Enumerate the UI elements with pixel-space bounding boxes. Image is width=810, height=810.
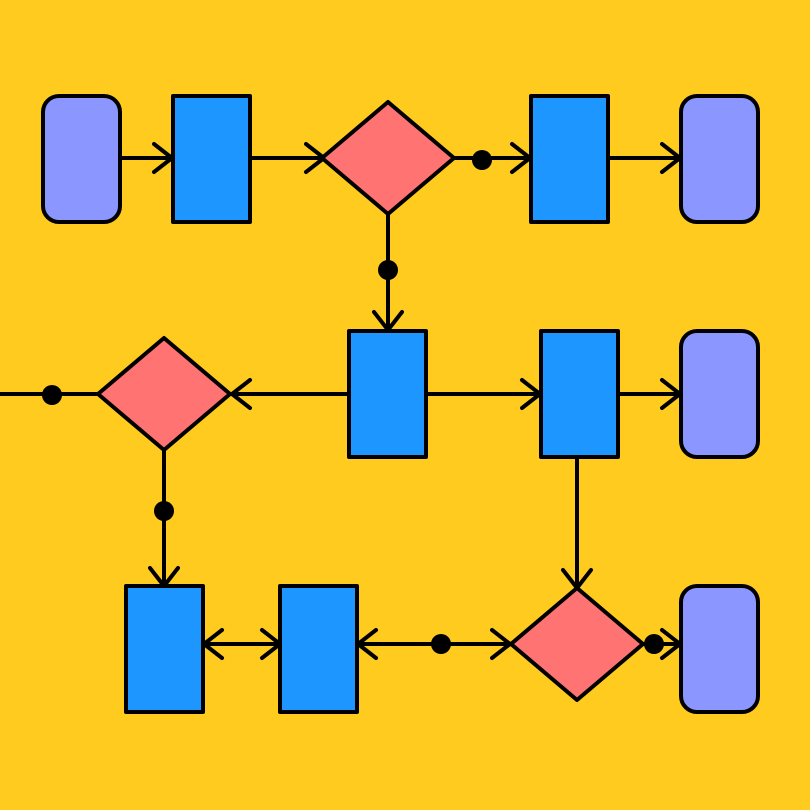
process-box-2 bbox=[529, 94, 610, 224]
end-terminal-3 bbox=[679, 584, 760, 714]
connector-dot bbox=[42, 385, 62, 405]
end-terminal-1 bbox=[679, 94, 760, 224]
connector-dot bbox=[378, 260, 398, 280]
process-box-1 bbox=[171, 94, 252, 224]
end-terminal-2 bbox=[679, 329, 760, 459]
connector-dot bbox=[644, 634, 664, 654]
process-box-6 bbox=[278, 584, 359, 714]
connector-dot bbox=[472, 150, 492, 170]
decision-diamond-2 bbox=[96, 336, 232, 452]
process-box-5 bbox=[124, 584, 205, 714]
connector-dot bbox=[431, 634, 451, 654]
decision-diamond-1 bbox=[320, 100, 456, 216]
process-box-4 bbox=[539, 329, 620, 459]
start-terminal bbox=[41, 94, 122, 224]
connector-dot bbox=[154, 501, 174, 521]
process-box-3 bbox=[347, 329, 428, 459]
decision-diamond-3 bbox=[509, 586, 645, 702]
